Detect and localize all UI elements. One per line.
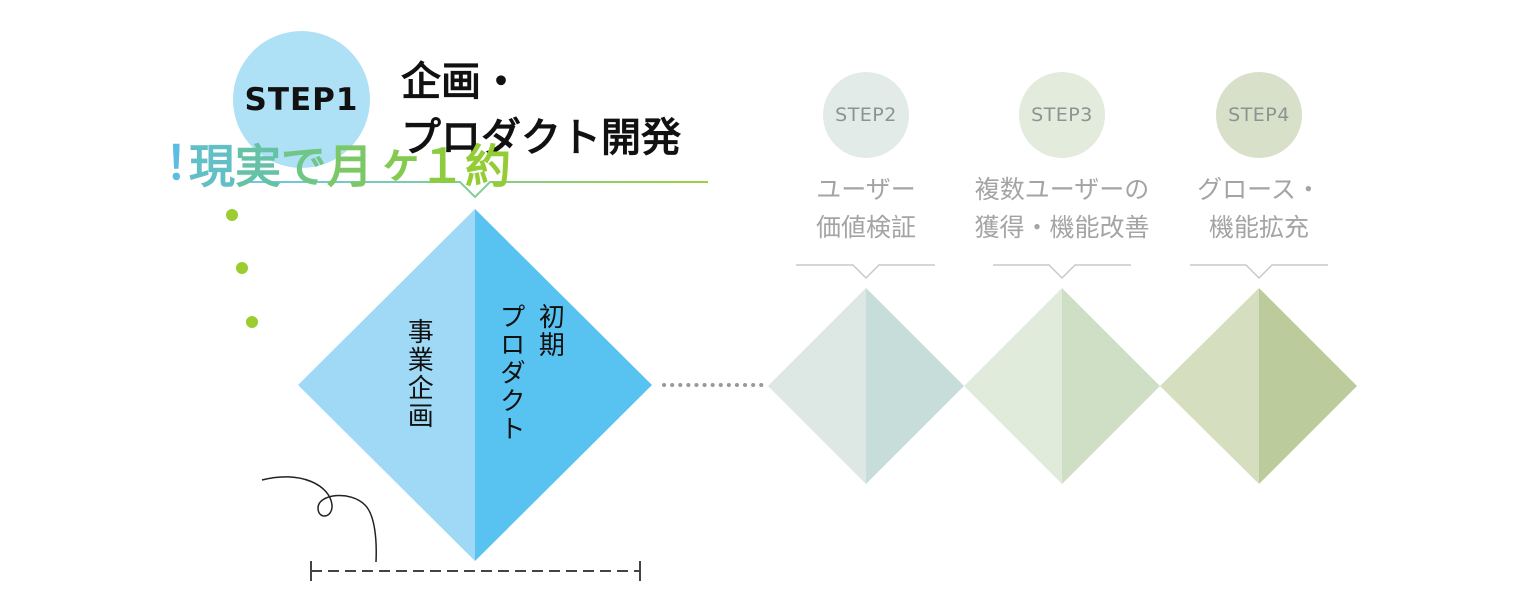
step2-title-line1: ユーザー	[816, 175, 916, 204]
step4-badge: STEP4	[1216, 72, 1302, 158]
step2-badge: STEP2	[823, 72, 909, 158]
step3-title: 複数ユーザーの 獲得・機能改善	[967, 171, 1157, 247]
step1-title: 企画・ プロダクト開発	[401, 54, 681, 166]
decor-dot	[236, 262, 248, 274]
curl-line	[261, 476, 377, 563]
step1-left-half-label: 事業企画	[403, 318, 434, 430]
step1-title-line1: 企画・	[401, 59, 521, 105]
step2-diamond-right	[866, 288, 964, 484]
step3-badge: STEP3	[1019, 72, 1105, 158]
step4-title-line2: 機能拡充	[1208, 213, 1309, 242]
step4-diamond-right	[1259, 288, 1357, 484]
step1-diamond-right	[475, 209, 652, 561]
step1-underline	[244, 181, 708, 199]
step1-right-half-label-1: 初期	[534, 303, 565, 359]
step3-underline	[993, 264, 1131, 280]
step2-title-line2: 価値検証	[815, 213, 916, 242]
step1-badge: STEP1	[233, 31, 370, 168]
decor-dot	[226, 209, 238, 221]
step1-title-line2: プロダクト開発	[401, 115, 681, 161]
step4-diamond-left	[1160, 288, 1259, 484]
step2-underline	[796, 264, 935, 280]
step1-right-half-label-2: プロダクト	[495, 303, 526, 443]
step3-title-line2: 獲得・機能改善	[974, 213, 1150, 242]
step4-title-line1: グロース・	[1197, 175, 1321, 204]
step1-right-half-labels: 初期 プロダクト	[494, 303, 564, 443]
decor-dot	[246, 316, 258, 328]
step2-title: ユーザー 価値検証	[771, 171, 961, 247]
step2-diamond-left	[768, 288, 866, 484]
step3-diamond-right	[1062, 288, 1160, 484]
step4-underline	[1190, 264, 1328, 280]
step4-title: グロース・ 機能拡充	[1164, 171, 1354, 247]
step3-diamond-left	[964, 288, 1062, 484]
step1-diamond-left	[298, 209, 475, 561]
step3-title-line1: 複数ユーザーの	[974, 175, 1150, 204]
